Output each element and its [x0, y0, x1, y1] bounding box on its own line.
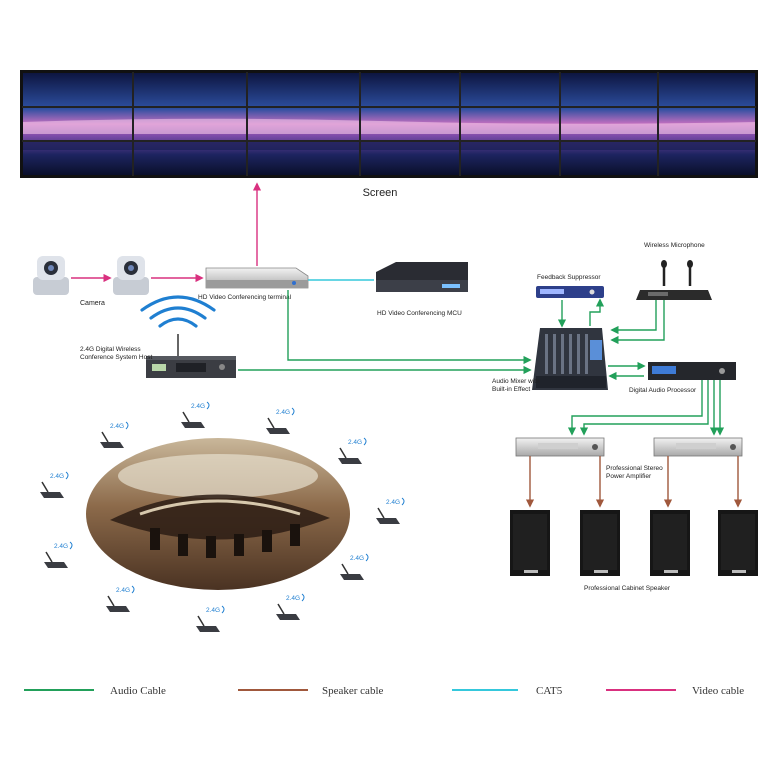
power-amplifier-2-icon	[653, 437, 743, 457]
wireless-mic-unit-10: 2.4G	[44, 541, 73, 568]
wireless-mic-label: Wireless Microphone	[644, 242, 705, 249]
mic-stem-icon	[377, 507, 385, 519]
mic-base-icon	[338, 458, 362, 464]
mic-signal-icon	[401, 497, 405, 506]
wireless-mic-unit-8: 2.4G	[196, 605, 225, 632]
mic-signal-icon	[125, 421, 129, 430]
mic-badge-label: 2.4G	[286, 595, 300, 602]
wireless-mic-unit-6: 2.4G	[340, 553, 369, 580]
legend: Audio Cable Speaker cable CAT5 Video cab…	[24, 685, 744, 697]
speaker-label: Professional Cabinet Speaker	[584, 585, 671, 592]
video-terminal-label: HD Video Conferencing terminal	[198, 294, 292, 301]
mixer-label-line2: Built-in Effect	[492, 386, 530, 393]
mic-signal-icon	[301, 593, 305, 602]
mic-stem-icon	[107, 595, 115, 607]
wireless-mic-unit-1: 2.4G	[100, 421, 129, 448]
conference-host-icon	[146, 356, 236, 378]
speaker-2-icon	[580, 510, 620, 576]
mic-base-icon	[276, 614, 300, 620]
host-label-line1: 2.4G Digital Wireless	[80, 346, 141, 353]
wireless-mic-unit-3: 2.4G	[266, 407, 295, 434]
power-amplifier-1-icon	[515, 437, 605, 457]
mic-badge-label: 2.4G	[191, 403, 205, 410]
mic-base-icon	[100, 442, 124, 448]
mic-signal-icon	[131, 585, 135, 594]
mic-signal-icon	[363, 437, 367, 446]
speaker-1-icon	[510, 510, 550, 576]
speaker-3-icon	[650, 510, 690, 576]
conference-room-photo	[86, 438, 350, 590]
camera-1-icon	[33, 256, 69, 295]
mic-stem-icon	[182, 411, 190, 423]
speaker-4-icon	[718, 510, 758, 576]
mic-base-icon	[376, 518, 400, 524]
wireless-microphone-icon	[636, 260, 712, 300]
mic-signal-icon	[221, 605, 225, 614]
host-label-line2: Conference System Host	[80, 354, 152, 361]
mic-base-icon	[40, 492, 64, 498]
processor-label: Digital Audio Processor	[629, 387, 697, 394]
legend-label-cat5: CAT5	[536, 685, 563, 697]
legend-label-video: Video cable	[692, 685, 744, 697]
wireless-mic-unit-9: 2.4G	[106, 585, 135, 612]
speaker-cables	[525, 456, 743, 508]
wireless-conference-mics: 2.4G 2.4G 2.4G 2.4G 2.4G 2.4G 2.4G 2.4G 2.4G 2.4G…	[40, 401, 405, 632]
mic-signal-icon	[65, 471, 69, 480]
mic-stem-icon	[45, 551, 53, 563]
mic-base-icon	[196, 626, 220, 632]
mic-badge-label: 2.4G	[54, 543, 68, 550]
audio-processor-icon	[648, 362, 736, 380]
mic-base-icon	[181, 422, 205, 428]
wireless-mic-unit-2: 2.4G	[181, 401, 210, 428]
mic-badge-label: 2.4G	[386, 499, 400, 506]
feedback-suppressor-label: Feedback Suppressor	[537, 274, 601, 281]
mic-badge-label: 2.4G	[348, 439, 362, 446]
mic-badge-label: 2.4G	[350, 555, 364, 562]
mic-signal-icon	[206, 401, 210, 410]
video-terminal-icon	[205, 267, 309, 289]
mic-badge-label: 2.4G	[50, 473, 64, 480]
wireless-mic-unit-7: 2.4G	[276, 593, 305, 620]
mcu-icon	[376, 262, 468, 292]
mic-base-icon	[44, 562, 68, 568]
legend-label-audio: Audio Cable	[110, 685, 166, 697]
wireless-mic-unit-4: 2.4G	[338, 437, 367, 464]
mic-signal-icon	[365, 553, 369, 562]
wireless-mic-unit-5: 2.4G	[376, 497, 405, 524]
mic-base-icon	[106, 606, 130, 612]
mic-stem-icon	[197, 615, 205, 627]
feedback-suppressor-icon	[536, 286, 604, 298]
camera-2-icon	[113, 256, 149, 295]
mic-base-icon	[340, 574, 364, 580]
video-wall-screen	[20, 70, 758, 178]
audio-cables	[238, 290, 725, 436]
mic-stem-icon	[101, 431, 109, 443]
mic-badge-label: 2.4G	[276, 409, 290, 416]
screen-label: Screen	[363, 187, 398, 199]
amplifier-label-line2: Power Amplifier	[606, 473, 652, 480]
audio-mixer-icon	[532, 328, 608, 390]
amplifier-label-line1: Professional Stereo	[606, 465, 663, 472]
wifi-icon	[140, 295, 216, 328]
mic-stem-icon	[341, 563, 349, 575]
wireless-mic-unit-11: 2.4G	[40, 471, 69, 498]
mcu-label: HD Video Conferencing MCU	[377, 310, 462, 317]
video-cables	[71, 182, 262, 283]
mic-stem-icon	[339, 447, 347, 459]
mic-signal-icon	[291, 407, 295, 416]
mic-stem-icon	[277, 603, 285, 615]
mic-stem-icon	[41, 481, 49, 493]
mixer-label-line1: Audio Mixer with	[492, 378, 540, 385]
camera-label: Camera	[80, 300, 105, 307]
mic-badge-label: 2.4G	[206, 607, 220, 614]
mic-stem-icon	[267, 417, 275, 429]
mic-badge-label: 2.4G	[110, 423, 124, 430]
mic-base-icon	[266, 428, 290, 434]
mic-signal-icon	[69, 541, 73, 550]
mic-badge-label: 2.4G	[116, 587, 130, 594]
legend-label-speaker: Speaker cable	[322, 685, 383, 697]
